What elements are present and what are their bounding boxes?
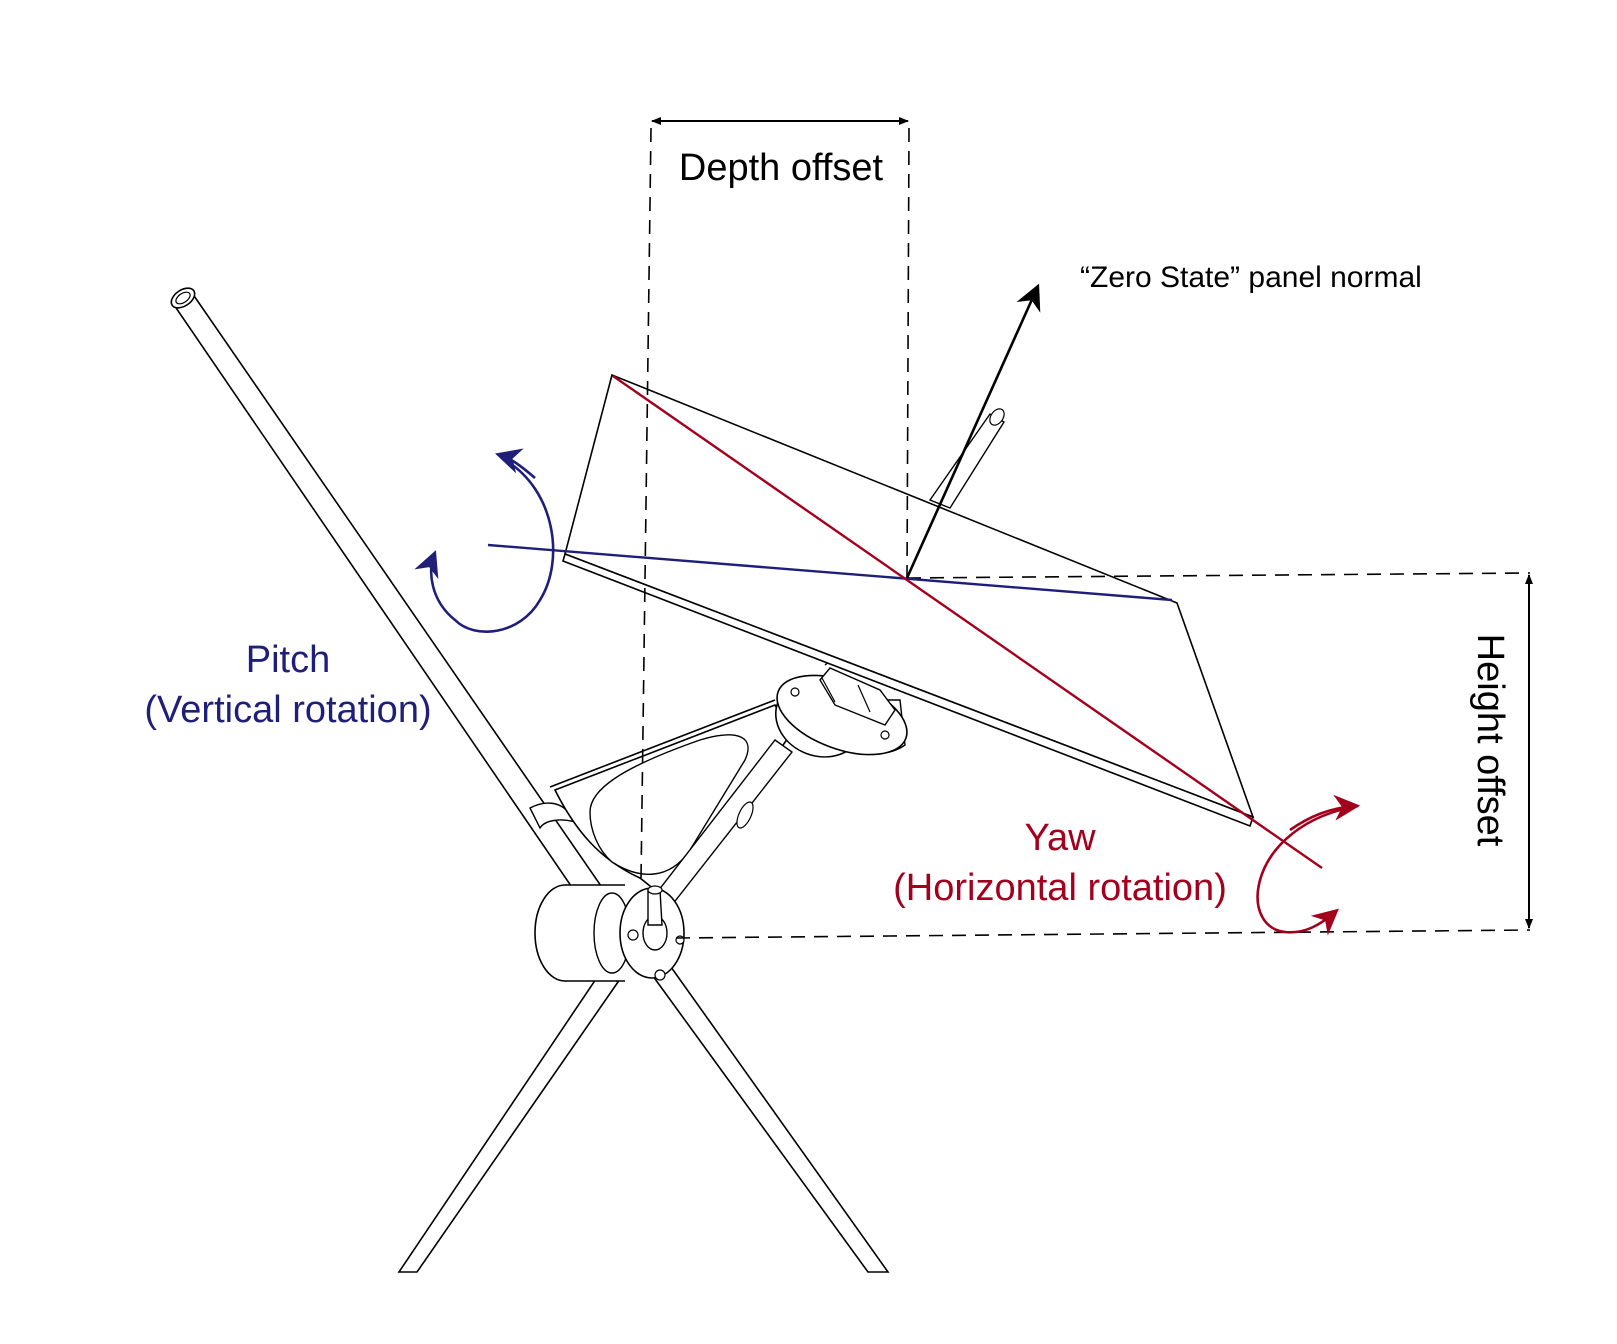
tripod-leg-left xyxy=(397,968,620,1273)
depth-guide-right xyxy=(906,127,910,579)
depth-offset-label: Depth offset xyxy=(679,147,884,189)
tripod-legs xyxy=(397,958,890,1273)
tripod-pole-upper xyxy=(170,287,632,942)
panel-normal-arrow xyxy=(905,283,1041,579)
pitch-axis-line xyxy=(487,543,1173,602)
construction-lines xyxy=(640,127,1531,939)
panel-edge xyxy=(562,552,1255,828)
height-offset-label: Height offset xyxy=(1469,634,1511,847)
yaw-rotation-arrow xyxy=(1256,804,1359,936)
panel-mount xyxy=(774,654,908,758)
pitch-label: Pitch xyxy=(246,639,330,681)
tripod-leg-right xyxy=(648,958,890,1273)
yaw-label: Yaw xyxy=(1024,817,1096,859)
height-guide-top xyxy=(906,572,1531,579)
pitch-rotation-arrow xyxy=(414,458,555,633)
tripod-hub xyxy=(534,884,685,982)
height-guide-bottom xyxy=(675,929,1531,939)
pitch-subtitle: (Vertical rotation) xyxy=(144,689,431,731)
mount-bracket xyxy=(549,699,794,906)
zero-state-label: “Zero State” panel normal xyxy=(1080,261,1422,294)
yaw-axis-line xyxy=(612,375,1323,869)
depth-guide-left xyxy=(640,127,652,881)
yaw-subtitle: (Horizontal rotation) xyxy=(893,867,1227,909)
